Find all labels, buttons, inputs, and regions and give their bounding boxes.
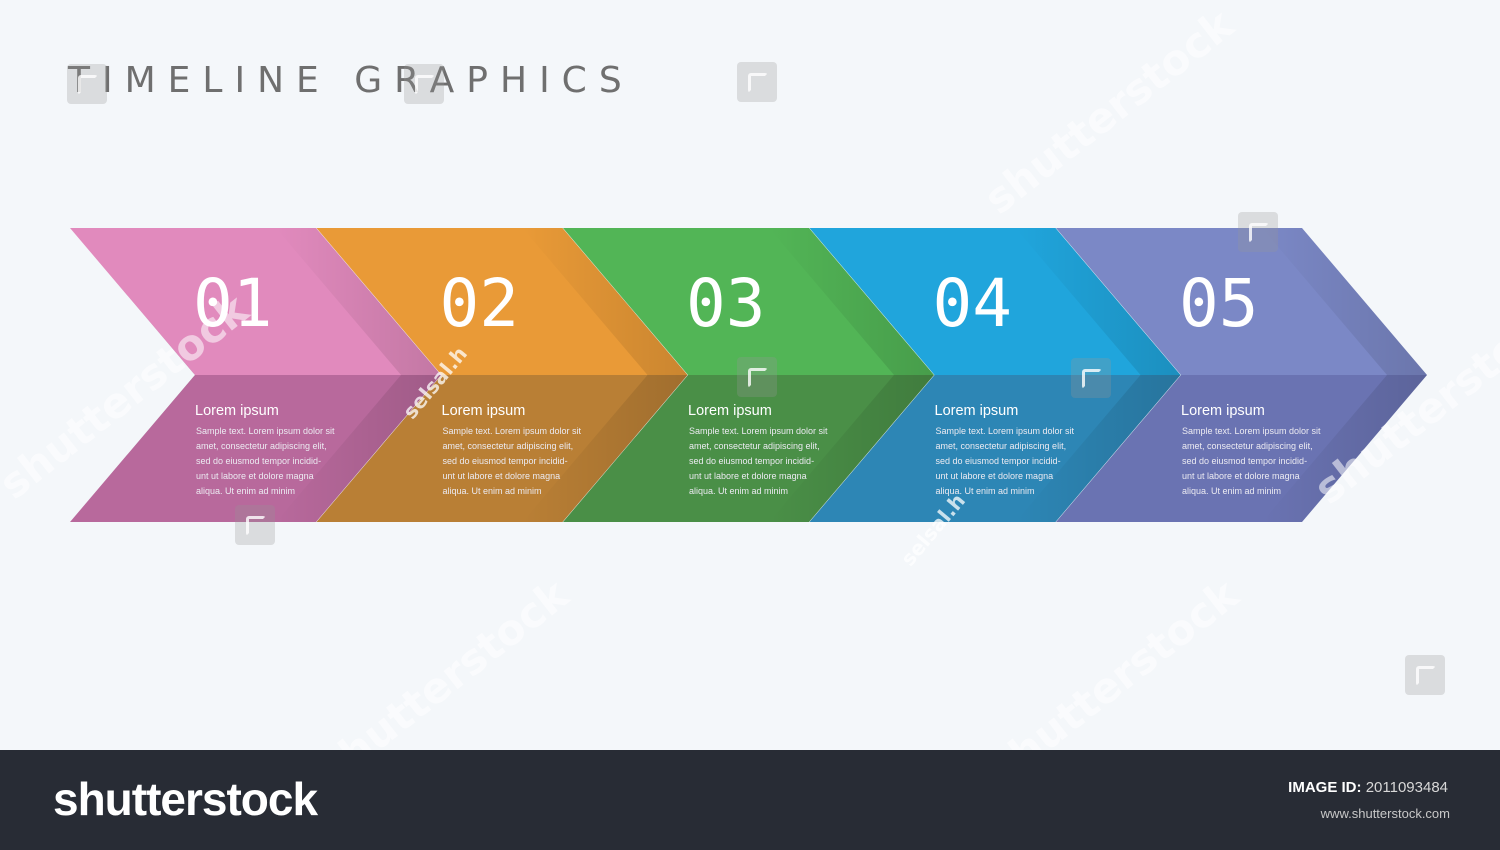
step-number: 01 (193, 265, 272, 342)
step-body-line: unt ut labore et dolore magna (1182, 471, 1300, 481)
step-body-line: Sample text. Lorem ipsum dolor sit (936, 426, 1075, 436)
image-id: IMAGE ID: 2011093484 (1288, 779, 1448, 796)
step-upper-band (316, 228, 688, 375)
step-number: 05 (1179, 265, 1258, 342)
step-number: 02 (440, 265, 519, 342)
step-body-line: aliqua. Ut enim ad minim (196, 486, 295, 496)
step-heading: Lorem ipsum (1181, 403, 1265, 419)
step-number: 04 (933, 265, 1012, 342)
step-body-line: unt ut labore et dolore magna (443, 471, 561, 481)
infographic-title: TIMELINE GRAPHICS (68, 60, 634, 101)
step-shade (522, 228, 688, 522)
step-upper-band (1056, 228, 1427, 375)
step-lower-band (563, 375, 934, 522)
step-heading: Lorem ipsum (688, 403, 772, 419)
footer-site-link[interactable]: www.shutterstock.com (1320, 806, 1450, 821)
step-body-line: unt ut labore et dolore magna (196, 471, 314, 481)
step-body-line: Sample text. Lorem ipsum dolor sit (443, 426, 582, 436)
step-shade (769, 228, 934, 522)
step-body-line: aliqua. Ut enim ad minim (689, 486, 788, 496)
step-lower-band (1056, 375, 1427, 522)
step-body-line: sed do eiusmod tempor incidid- (936, 456, 1061, 466)
step-body-line: amet, consectetur adipiscing elit, (689, 441, 820, 451)
step-body-line: aliqua. Ut enim ad minim (443, 486, 542, 496)
step-body-line: Sample text. Lorem ipsum dolor sit (1182, 426, 1321, 436)
step-body-line: unt ut labore et dolore magna (936, 471, 1054, 481)
step-upper-band (70, 228, 441, 375)
step-body-line: amet, consectetur adipiscing elit, (443, 441, 574, 451)
step-lower-band (809, 375, 1181, 522)
step-shade (1015, 228, 1181, 522)
step-body-line: sed do eiusmod tempor incidid- (443, 456, 568, 466)
step-lower-band (316, 375, 688, 522)
step-heading: Lorem ipsum (935, 403, 1019, 419)
step-body-line: amet, consectetur adipiscing elit, (196, 441, 327, 451)
step-shade (276, 228, 441, 522)
step-heading: Lorem ipsum (442, 403, 526, 419)
step-upper-band (809, 228, 1181, 375)
image-id-value: 2011093484 (1365, 779, 1448, 796)
step-upper-band (563, 228, 934, 375)
step-body-line: sed do eiusmod tempor incidid- (689, 456, 814, 466)
footer-logo[interactable]: shutterstock (53, 773, 318, 825)
step-shade (1262, 228, 1427, 522)
step-body-line: sed do eiusmod tempor incidid- (196, 456, 321, 466)
footer-bar: shutterstock IMAGE ID: 2011093484 www.sh… (0, 750, 1500, 850)
step-body-line: aliqua. Ut enim ad minim (1182, 486, 1281, 496)
step-body-line: Sample text. Lorem ipsum dolor sit (196, 426, 335, 436)
step-heading: Lorem ipsum (195, 403, 279, 419)
step-body-line: sed do eiusmod tempor incidid- (1182, 456, 1307, 466)
step-body-line: Sample text. Lorem ipsum dolor sit (689, 426, 828, 436)
image-id-label: IMAGE ID: (1288, 779, 1362, 796)
step-body-line: amet, consectetur adipiscing elit, (936, 441, 1067, 451)
step-lower-band (70, 375, 441, 522)
step-body-line: unt ut labore et dolore magna (689, 471, 807, 481)
step-body-line: amet, consectetur adipiscing elit, (1182, 441, 1313, 451)
step-body-line: aliqua. Ut enim ad minim (936, 486, 1035, 496)
step-number: 03 (686, 265, 765, 342)
